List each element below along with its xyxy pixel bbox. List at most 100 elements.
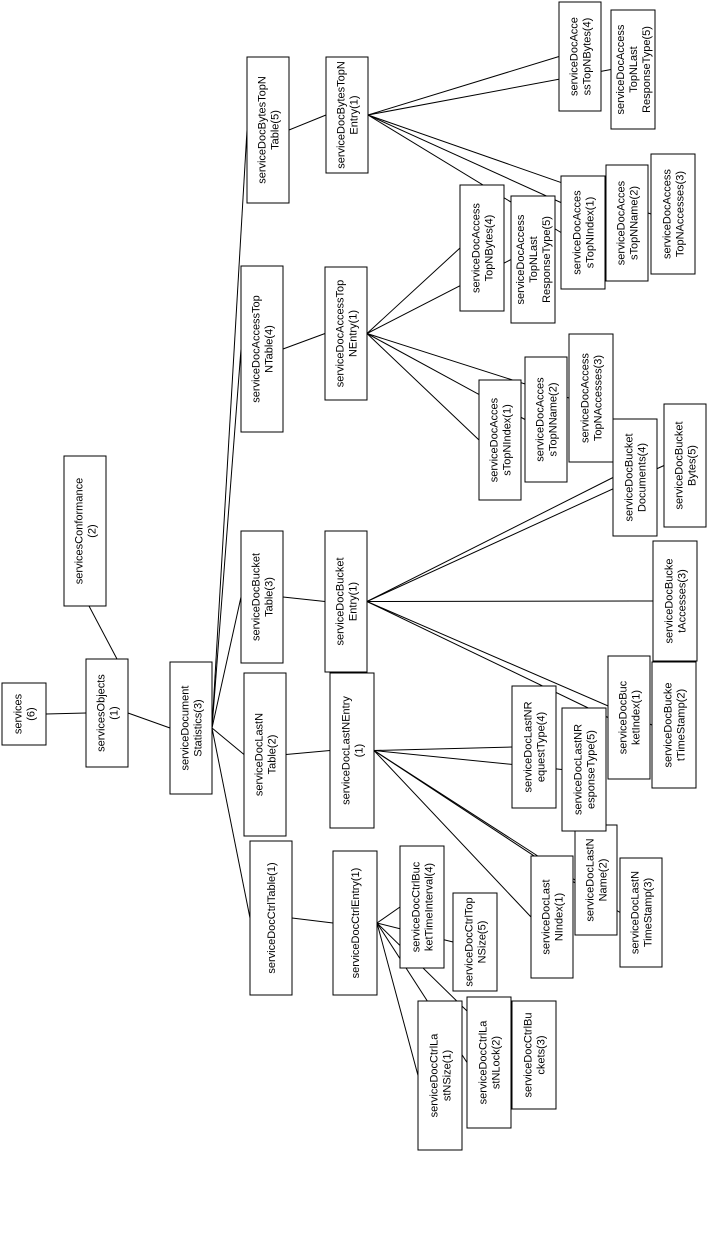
node-label-line: serviceDocLastNR bbox=[523, 701, 535, 792]
node-service-doc-bytes-top-n-last-response-type: serviceDocAccessTopNLastResponseType(5) bbox=[610, 9, 656, 130]
node-service-doc-last-n-table: serviceDocLastNTable(2) bbox=[243, 672, 287, 837]
edge-service-doc-last-n-entry-to-service-doc-last-n-index bbox=[373, 750, 532, 918]
node-label-line: serviceDocCtrlEntry(1) bbox=[350, 868, 362, 979]
node-label-line: Table(2) bbox=[267, 735, 279, 775]
node-label: services(6) bbox=[13, 693, 38, 734]
node-label-line: NTable(4) bbox=[264, 325, 276, 373]
node-label-line: serviceDocAccess bbox=[662, 169, 674, 259]
node-label-line: Entry(1) bbox=[349, 95, 361, 134]
node-label: serviceDocAccessTopNIndex(1) bbox=[489, 397, 514, 482]
node-label-line: Statistics(3) bbox=[193, 699, 205, 756]
node-label-line: Entry(1) bbox=[348, 582, 360, 621]
edge-service-document-statistics-to-service-doc-bucket-table bbox=[211, 596, 242, 729]
node-box bbox=[605, 164, 649, 282]
node-label-line: ResponseType(5) bbox=[541, 216, 553, 303]
node-box bbox=[651, 661, 697, 789]
node-label-line: serviceDocCtrlLa bbox=[429, 1033, 441, 1118]
node-box bbox=[246, 56, 290, 204]
node-label-line: serviceDocBucke bbox=[663, 683, 675, 768]
edge-services-objects-to-services-conformance bbox=[88, 605, 118, 660]
node-label-line: tAccesses(3) bbox=[677, 569, 689, 633]
edge-service-doc-bucket-entry-to-service-doc-bucket-documents bbox=[366, 477, 614, 602]
node-service-doc-bucket-bytes: serviceDocBucketBytes(5) bbox=[663, 403, 707, 528]
node-label-line: Documents(4) bbox=[637, 443, 649, 512]
node-label-line: NEntry(1) bbox=[348, 310, 360, 357]
node-label-line: Name(2) bbox=[598, 859, 610, 902]
node-service-doc-ctrl-bucket-time-interval: serviceDocCtrlBucketTimeInterval(4) bbox=[399, 845, 445, 969]
node-services: services(6) bbox=[1, 682, 47, 746]
node-label-line: serviceDocCtrlTable(1) bbox=[266, 862, 278, 973]
node-label-line: serviceDocAcces bbox=[489, 397, 501, 482]
node-label-line: TopNLast bbox=[628, 46, 640, 92]
edge-services-to-services-objects bbox=[45, 712, 87, 715]
node-services-conformance: servicesConformance(2) bbox=[63, 455, 107, 607]
node-label: serviceDocCtrlBucketTimeInterval(4) bbox=[411, 861, 436, 952]
node-label-line: TopNAccesses(3) bbox=[593, 355, 605, 441]
edge-service-doc-bucket-entry-to-service-doc-bucket-index bbox=[366, 601, 609, 718]
node-box bbox=[324, 266, 368, 401]
node-label-line: serviceDocAcces bbox=[535, 377, 547, 462]
node-box bbox=[325, 56, 369, 174]
node-label-line: stNLock(2) bbox=[491, 1036, 503, 1089]
node-label-line: services bbox=[13, 693, 25, 734]
node-box bbox=[560, 175, 606, 290]
node-label: serviceDocLastNIndex(1) bbox=[541, 879, 566, 954]
node-box bbox=[324, 530, 368, 673]
node-label-line: ssTopNBytes(4) bbox=[582, 18, 594, 96]
node-label-line: serviceDocAcce bbox=[569, 17, 581, 96]
node-service-doc-access-top-n-table: serviceDocAccessTopNTable(4) bbox=[240, 265, 284, 433]
node-service-doc-bucket-index: serviceDocBucketIndex(1) bbox=[607, 655, 651, 780]
node-box bbox=[332, 850, 378, 996]
node-label-line: serviceDocCtrlLa bbox=[478, 1020, 490, 1105]
node-label-line: serviceDocBuc bbox=[618, 680, 630, 754]
node-service-doc-access-top-n-name: serviceDocAccessTopNName(2) bbox=[524, 356, 568, 483]
node-service-doc-access-top-n-index: serviceDocAccessTopNIndex(1) bbox=[478, 379, 522, 501]
node-label: serviceDocBucketIndex(1) bbox=[618, 680, 643, 754]
node-label: serviceDocAccessTopNEntry(1) bbox=[335, 280, 360, 388]
node-service-doc-ctrl-last-n-size: serviceDocCtrlLastNSize(1) bbox=[417, 1000, 463, 1151]
node-label: serviceDocCtrlTable(1) bbox=[266, 862, 278, 973]
node-label: serviceDocAccessTopNAccesses(3) bbox=[662, 169, 687, 259]
node-box bbox=[568, 333, 614, 463]
edge-service-doc-access-top-n-table-to-service-doc-access-top-n-entry bbox=[282, 333, 326, 350]
edge-service-doc-bytes-top-n-table-to-service-doc-bytes-top-n-entry bbox=[288, 114, 327, 131]
node-label-line: serviceDocLastN bbox=[585, 838, 597, 921]
node-box bbox=[169, 661, 213, 795]
node-label: serviceDocBucketTimeStamp(2) bbox=[663, 683, 688, 768]
node-label-line: Table(3) bbox=[264, 577, 276, 617]
node-service-doc-access-top-n-entry: serviceDocAccessTopNEntry(1) bbox=[324, 266, 368, 401]
node-label-line: serviceDocLastNEntry bbox=[341, 696, 353, 805]
node-label-line: esponseType(5) bbox=[586, 730, 598, 809]
node-service-doc-bucket-entry: serviceDocBucketEntry(1) bbox=[324, 530, 368, 673]
node-box bbox=[459, 184, 505, 312]
node-label-line: serviceDocAcces bbox=[572, 190, 584, 275]
node-box bbox=[619, 857, 663, 968]
edge-service-doc-access-top-n-entry-to-service-doc-access-top-n-index bbox=[366, 333, 480, 441]
node-label: serviceDocAccessTopNLastResponseType(5) bbox=[615, 24, 653, 114]
node-box bbox=[417, 1000, 463, 1151]
node-label-line: sTopNName(2) bbox=[629, 186, 641, 260]
node-label-line: serviceDocBucke bbox=[664, 559, 676, 644]
node-box bbox=[558, 1, 602, 112]
node-label-line: sTopNIndex(1) bbox=[585, 197, 597, 269]
node-box bbox=[510, 195, 556, 324]
node-label-line: ketIndex(1) bbox=[631, 690, 643, 745]
node-label-line: serviceDocBucket bbox=[674, 421, 686, 509]
node-service-doc-last-n-index: serviceDocLastNIndex(1) bbox=[530, 855, 574, 979]
node-box bbox=[652, 540, 698, 662]
edge-service-doc-bucket-table-to-service-doc-bucket-entry bbox=[282, 596, 326, 602]
node-box bbox=[610, 9, 656, 130]
node-label: serviceDocBucketEntry(1) bbox=[335, 557, 360, 645]
node-label-line: serviceDocAccess bbox=[515, 214, 527, 304]
node-service-doc-ctrl-top-n-size: serviceDocCtrlTopNSize(5) bbox=[452, 892, 498, 992]
node-label-line: servicesObjects bbox=[96, 674, 108, 752]
edge-service-doc-bytes-top-n-entry-to-service-doc-bytes-top-n-bytes bbox=[367, 56, 560, 116]
edge-service-doc-bucket-entry-to-service-doc-bucket-accesses bbox=[366, 600, 654, 602]
node-service-doc-bytes-top-n-table: serviceDocBytesTopNTable(5) bbox=[246, 56, 290, 204]
node-label-line: serviceDocLastN bbox=[630, 871, 642, 954]
node-label: serviceDocAccessTopNLastResponseType(5) bbox=[515, 214, 553, 304]
node-label: servicesObjects(1) bbox=[96, 674, 121, 752]
node-service-doc-bytes-top-n-entry: serviceDocBytesTopNEntry(1) bbox=[325, 56, 369, 174]
node-box bbox=[240, 265, 284, 433]
